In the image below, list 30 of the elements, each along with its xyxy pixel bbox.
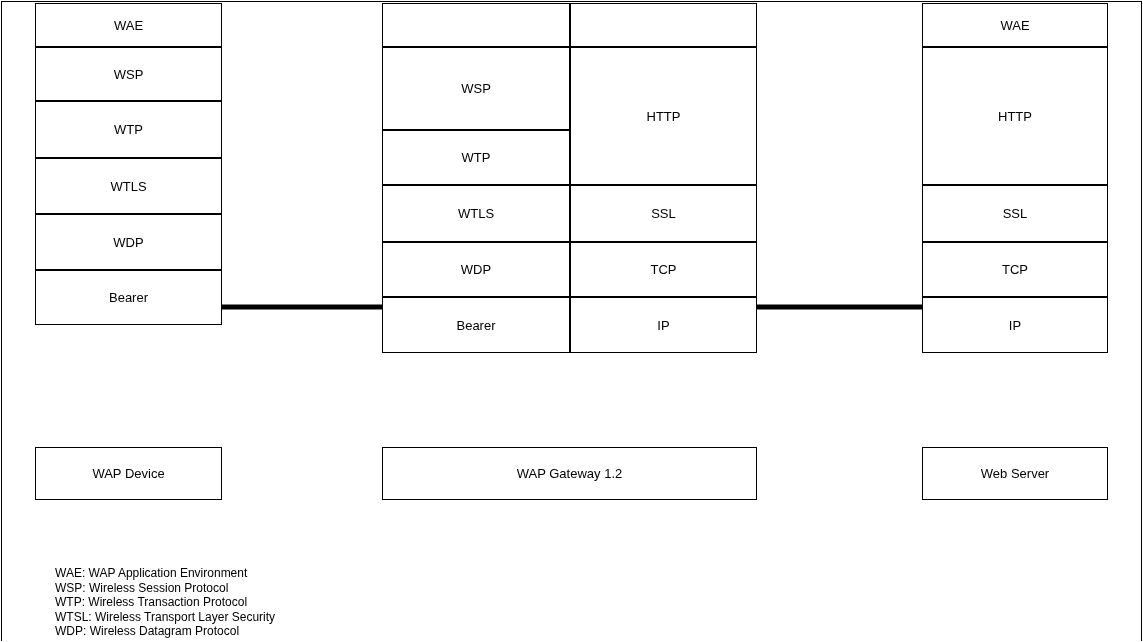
connection-line — [757, 304, 922, 310]
abbreviation-note: WTP: Wireless Transaction Protocol — [55, 595, 248, 609]
protocol-layer-box: WTP — [382, 130, 570, 185]
protocol-layer-box: WDP — [382, 242, 570, 297]
protocol-layer-box: SSL — [922, 185, 1108, 242]
protocol-layer-box: Bearer — [35, 270, 222, 325]
protocol-layer-box: HTTP — [570, 47, 757, 185]
protocol-layer-box: WAE — [35, 3, 222, 47]
abbreviation-note: WTSL: Wireless Transport Layer Security — [55, 609, 276, 624]
abbreviation-note: WDP: Wireless Datagram Protocol — [55, 624, 240, 638]
protocol-layer-box: TCP — [570, 242, 757, 297]
protocol-layer-box: WSP — [35, 47, 222, 101]
protocol-layer-box: WTP — [35, 101, 222, 158]
protocol-layer-box: Bearer — [382, 297, 570, 353]
protocol-layer-box: WSP — [382, 47, 570, 130]
abbreviation-note: WAE: WAP Application Environment — [55, 566, 248, 580]
protocol-layer-box: SSL — [570, 185, 757, 242]
protocol-layer-box: WTLS — [382, 185, 570, 242]
connection-line — [222, 304, 382, 310]
device-label-box: Web Server — [922, 447, 1108, 500]
protocol-layer-box: WAE — [922, 3, 1108, 47]
protocol-layer-box: HTTP — [922, 47, 1108, 185]
protocol-layer-box: IP — [922, 297, 1108, 353]
protocol-layer-box: TCP — [922, 242, 1108, 297]
abbreviation-note: WSP: Wireless Session Protocol — [55, 580, 229, 595]
protocol-layer-box: IP — [570, 297, 757, 353]
device-label-box: WAP Device — [35, 447, 222, 500]
protocol-layer-box: WTLS — [35, 158, 222, 214]
protocol-layer-box: WDP — [35, 214, 222, 270]
device-label-box: WAP Gateway 1.2 — [382, 447, 757, 500]
